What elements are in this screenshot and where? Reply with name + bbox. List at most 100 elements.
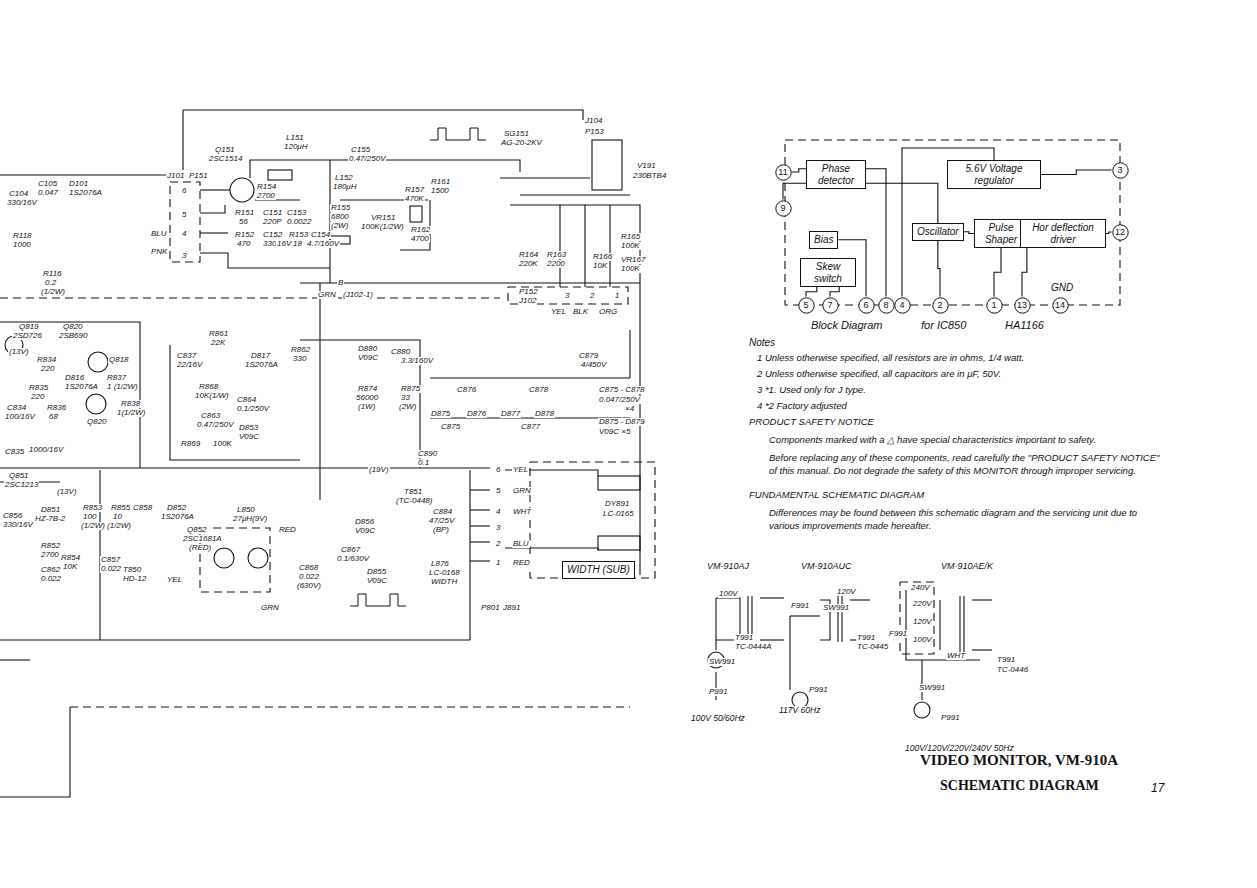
part-label: GRN (512, 487, 532, 495)
part-label: 4 (495, 508, 501, 516)
part-label: P152 (518, 288, 539, 296)
signal-wire (994, 248, 1001, 297)
part-label: R154 (256, 183, 277, 191)
wire (921, 660, 922, 700)
part-label: BLU (512, 540, 530, 548)
wire (760, 639, 784, 640)
part-label: Q852 (186, 526, 208, 534)
wire (170, 345, 300, 460)
part-label: C864 (236, 396, 257, 404)
part-label: C876 (456, 386, 477, 394)
component-symbol (268, 170, 292, 180)
part-label: (2W) (330, 222, 349, 230)
part-label: LC-0165 (602, 510, 635, 518)
part-label: SW991 (822, 604, 850, 612)
wire (470, 541, 490, 542)
block-box: Hor deflection driver (1020, 219, 1106, 248)
node-text: 6 (863, 300, 868, 310)
node-text: 1 (991, 300, 996, 310)
part-label: 0.022 (40, 575, 62, 583)
part-label: 17 (1150, 782, 1165, 795)
part-label: D853 (238, 424, 259, 432)
part-label: R855 (110, 504, 131, 512)
pin-circle: 8 (878, 297, 895, 314)
part-label: 1S2076A (64, 383, 99, 391)
part-label: 47/25V (428, 517, 455, 525)
transistor-symbol (248, 548, 268, 568)
part-label: 1500 (430, 187, 450, 195)
part-label: R854 (60, 554, 81, 562)
part-label: R838 (120, 400, 141, 408)
node-text: 11 (778, 167, 787, 177)
part-label: R862 (290, 346, 311, 354)
part-label: L151 (285, 134, 305, 142)
part-label: D877 (500, 410, 521, 418)
part-label: 3.3/160V (400, 357, 434, 365)
part-label: 4.7/160V (306, 240, 340, 248)
dashed-group (0, 140, 1120, 707)
part-label: WIDTH (430, 578, 458, 586)
part-label: PRODUCT SAFETY NOTICE (748, 417, 875, 427)
signal-wire (938, 241, 940, 297)
part-label: PNK (150, 248, 168, 256)
wire (500, 177, 590, 178)
pin-circle: 2 (932, 297, 949, 314)
part-label: 220 (30, 393, 45, 401)
part-label: WHT (946, 652, 966, 660)
part-label: GRN (317, 291, 337, 299)
part-label: VM-910AJ (706, 562, 750, 571)
pin-circle-outline (1112, 224, 1127, 239)
signal-wire (866, 169, 886, 297)
transistor-group (5, 178, 930, 718)
part-label: J104 (584, 117, 603, 125)
wire (200, 189, 230, 190)
part-label: 22K (210, 339, 226, 347)
wire (715, 598, 716, 650)
part-label: YEL (166, 576, 183, 584)
wire (939, 600, 940, 650)
part-label: YEL (550, 308, 567, 316)
part-label: 27μH(9V) (232, 515, 268, 523)
wire (789, 616, 790, 690)
part-label: R116 (42, 270, 63, 278)
part-label: 0.2 (44, 279, 57, 287)
part-label: D875 (430, 410, 451, 418)
part-label: BLU (150, 230, 168, 238)
transistor-symbol (214, 548, 234, 568)
pin-circle-outline (986, 297, 1001, 312)
part-label: L876 (430, 560, 450, 568)
part-label: 10 (112, 513, 123, 521)
transistor-symbol (86, 394, 106, 414)
part-label: HZ-7B-2 (34, 515, 66, 523)
part-label: J102 (518, 297, 537, 305)
wire (609, 205, 610, 287)
part-label: 0.1/630V (336, 555, 370, 563)
part-label: C834 (6, 404, 27, 412)
part-label: Q851 (8, 472, 30, 480)
wire (906, 590, 980, 660)
node-text: Bias (814, 234, 833, 246)
part-label: L152 (334, 174, 354, 182)
wire (584, 205, 585, 287)
wire (469, 470, 470, 640)
part-label: (2W) (398, 403, 417, 411)
part-label: R152 (234, 231, 255, 239)
part-label: 4 *2 Factory adjusted (756, 401, 848, 411)
signal-wire (1041, 170, 1112, 175)
pin-circle-outline (822, 297, 837, 312)
pin-circle: 4 (894, 297, 911, 314)
block-box: 5.6V Voltage regulator (947, 160, 1041, 189)
part-label: F991 (790, 602, 810, 610)
node-text: 5.6V Voltage regulator (952, 163, 1036, 186)
part-label: 120μH (283, 143, 309, 151)
part-label: 1S2076A (244, 361, 279, 369)
part-label: 33 (400, 394, 411, 402)
part-label: BLK (572, 308, 589, 316)
part-label: T991 (996, 656, 1016, 664)
dashed-outline (0, 297, 500, 298)
part-label: SG151 (503, 130, 530, 138)
part-label: C104 (8, 190, 29, 198)
part-label: 3 (495, 524, 501, 532)
part-label: (13V) (56, 488, 78, 496)
part-label: D855 (366, 568, 387, 576)
